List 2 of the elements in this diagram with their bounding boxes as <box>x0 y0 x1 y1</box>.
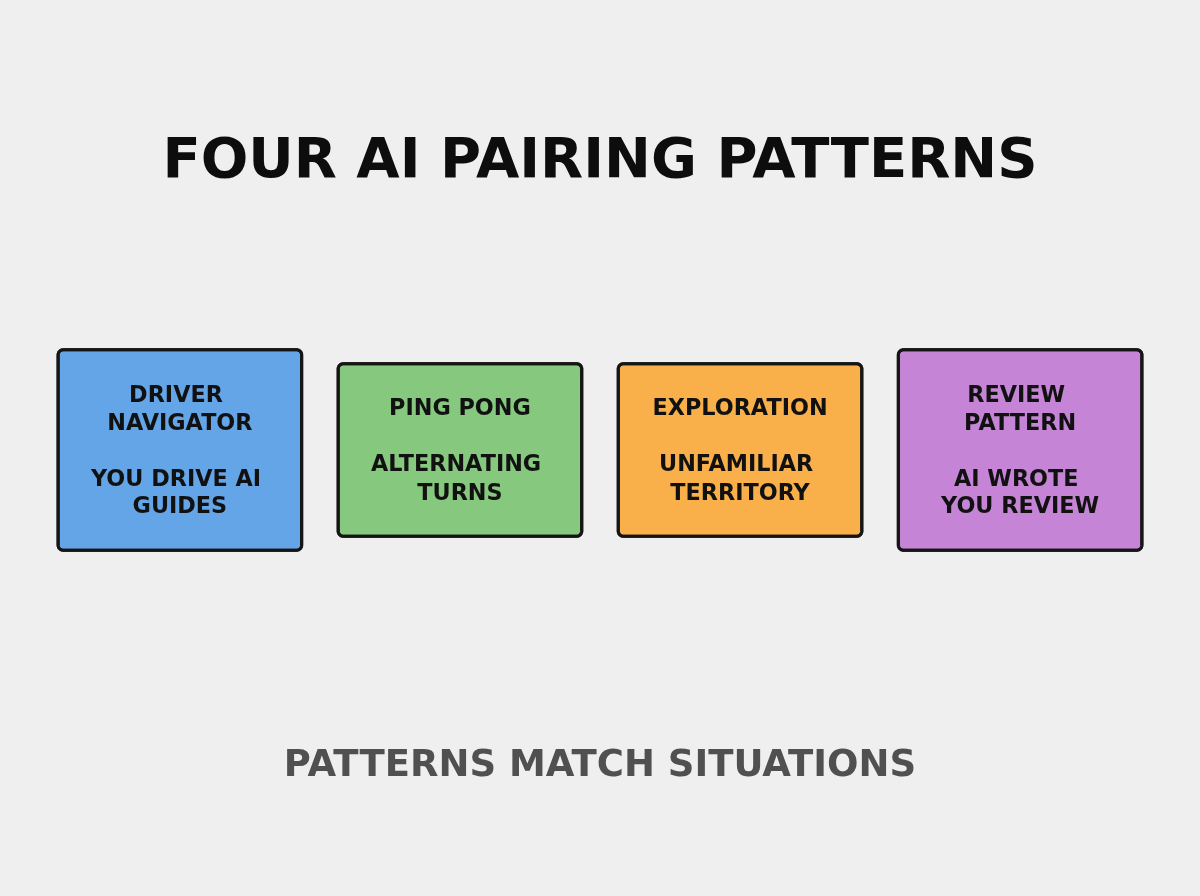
caption: PATTERNS MATCH SITUATIONS <box>283 742 917 785</box>
diagram-title: FOUR AI PAIRING PATTERNS <box>162 125 1038 190</box>
